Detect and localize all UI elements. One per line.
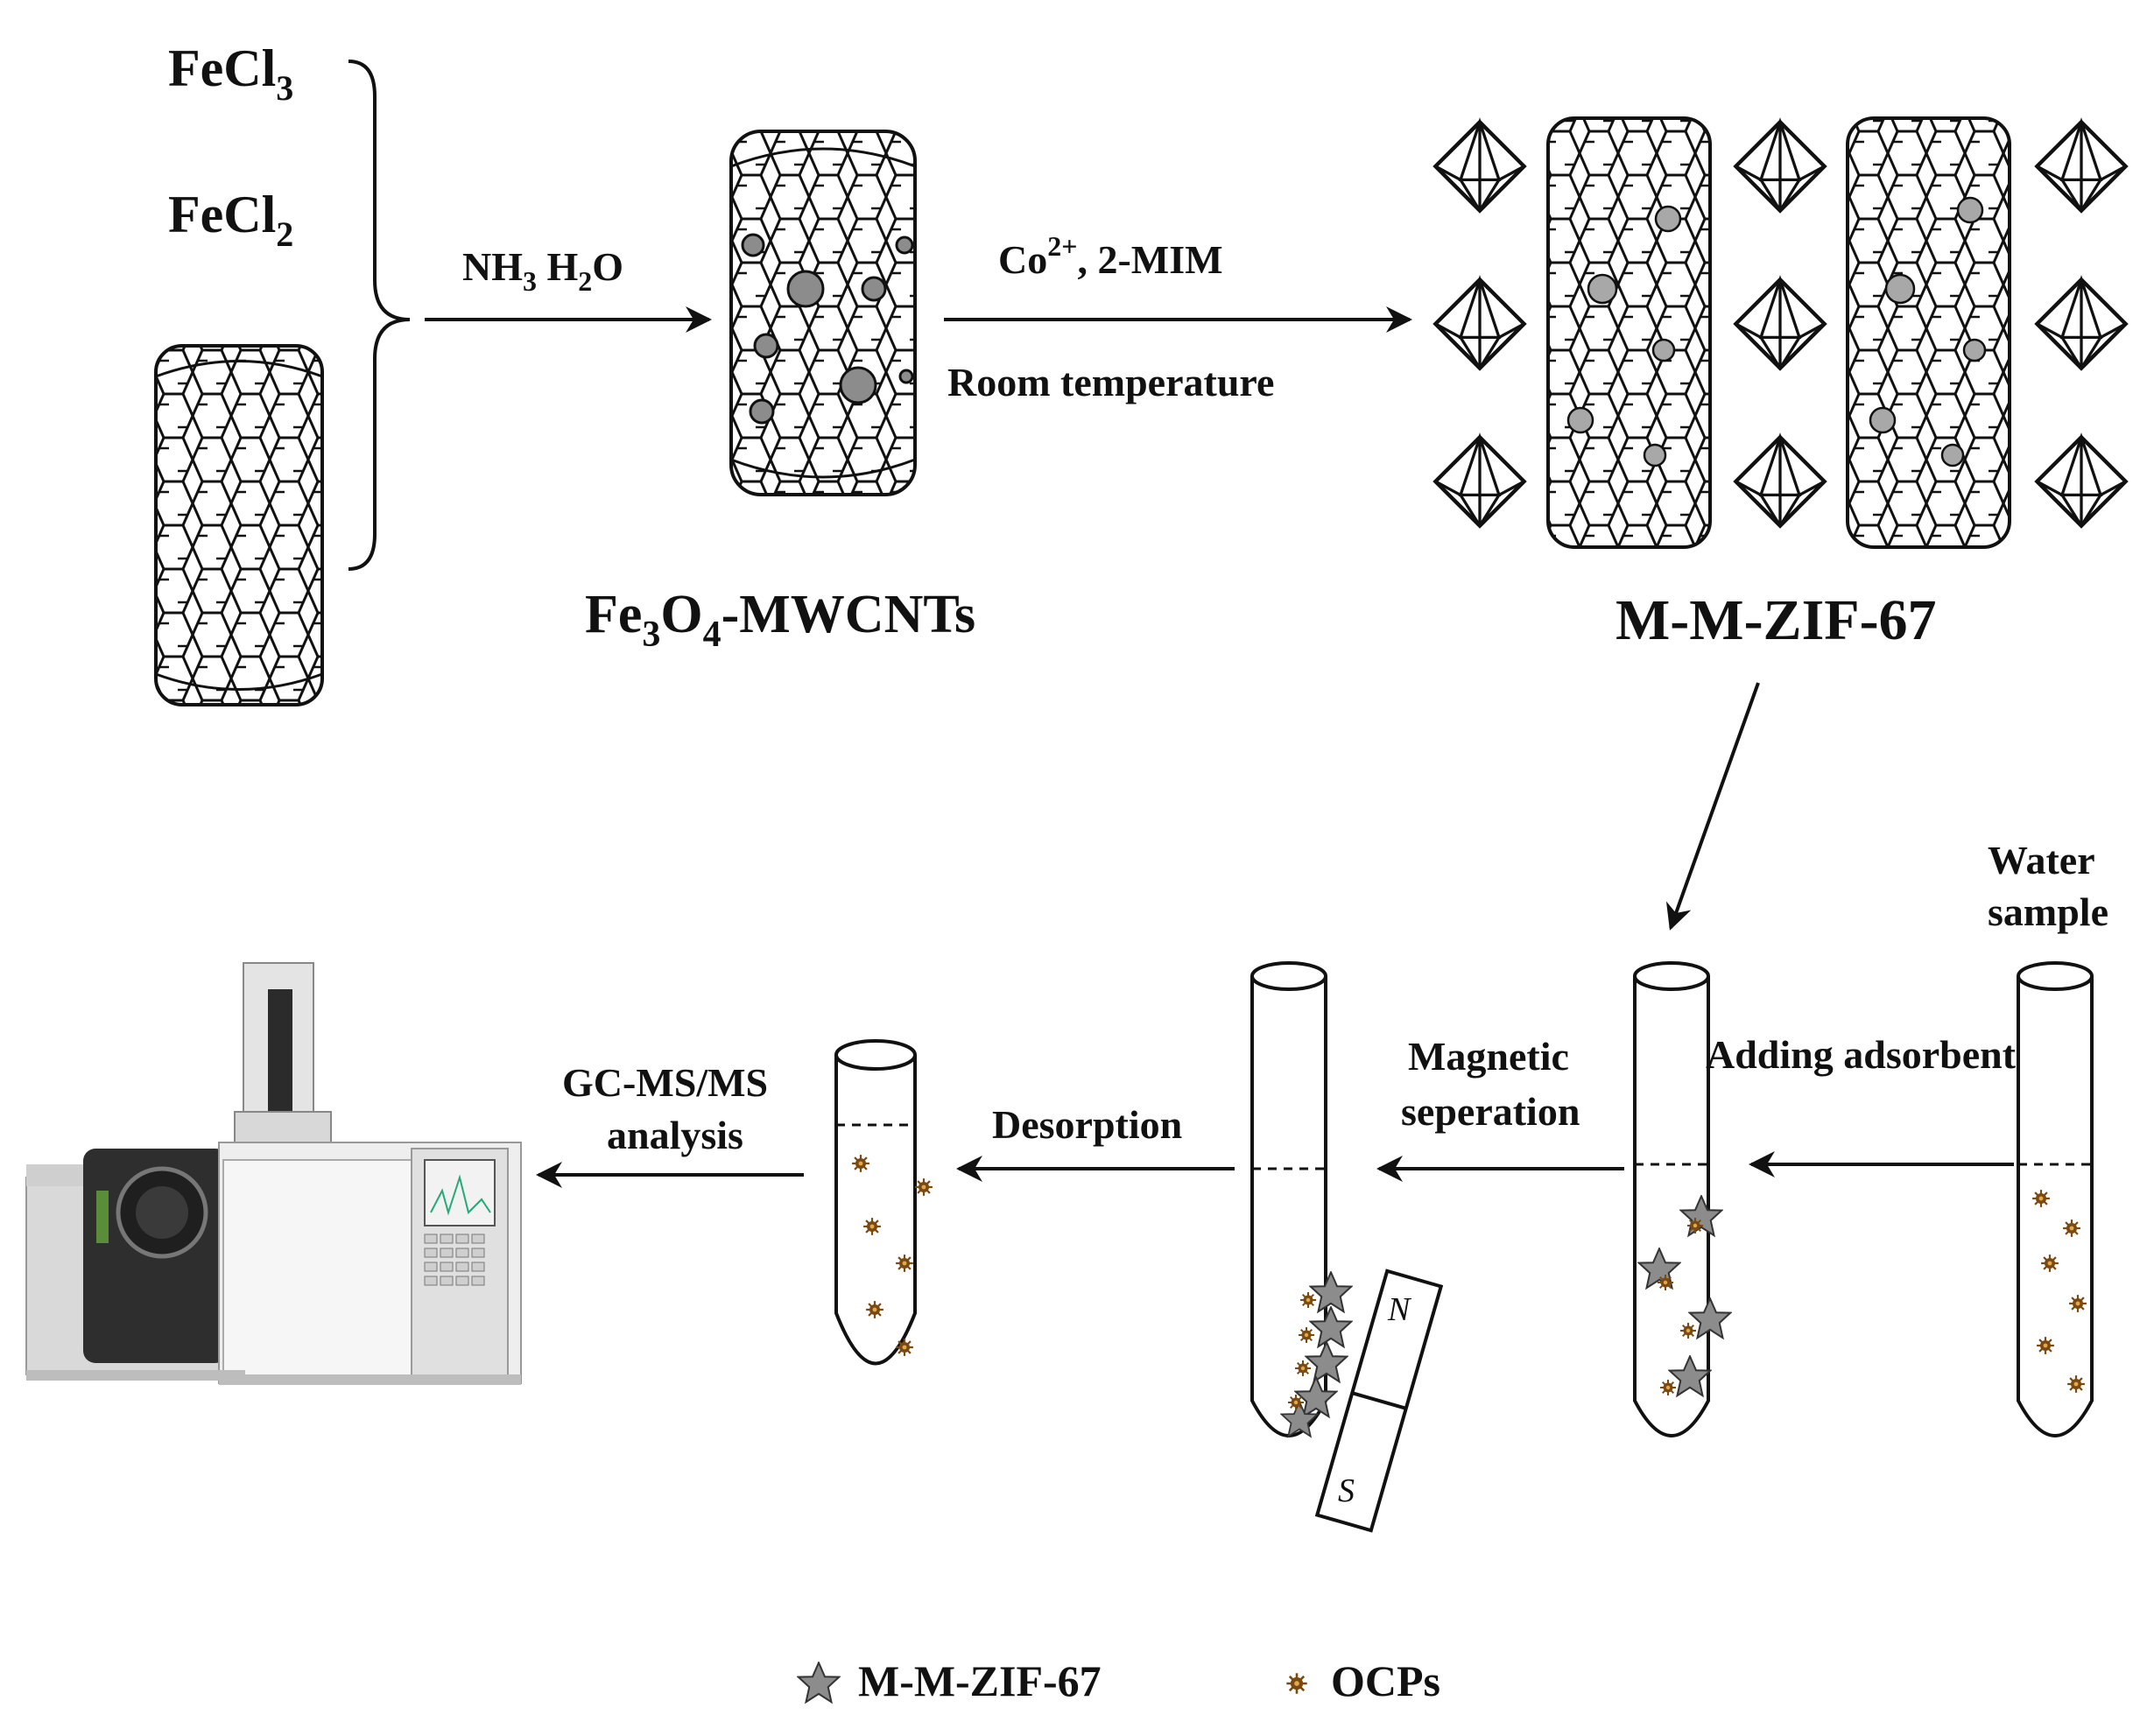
water-label-line2: sample xyxy=(1988,889,2108,934)
magnet xyxy=(1314,1269,1444,1533)
gcms-instrument xyxy=(25,962,522,1385)
magnetic-label-line1: Magnetic xyxy=(1408,1034,1569,1079)
magnet-north-label: N xyxy=(1387,1291,1412,1328)
tube-water-sample xyxy=(2017,961,2094,1437)
step2-reagent-label: Co2+, 2-MIM xyxy=(998,230,1223,282)
gcms-label-line2: analysis xyxy=(607,1113,743,1157)
legend: M-M-ZIF-67 OCPs xyxy=(797,1656,1440,1705)
mmzif67-composite xyxy=(1435,116,2125,549)
tube-adsorbent xyxy=(1633,961,1732,1437)
tube-magnetic xyxy=(1250,961,1353,1437)
fecl3-label: FeCl3 xyxy=(168,39,293,108)
mmzif67-label: M-M-ZIF-67 xyxy=(1616,588,1937,652)
step1-reagent-label: NH3 H2O xyxy=(462,244,623,297)
reagent-brace xyxy=(348,60,411,571)
adding-adsorbent-label: Adding adsorbent xyxy=(1706,1032,2017,1077)
legend-ocp-label: OCPs xyxy=(1331,1656,1440,1705)
fe3o4-mwcnt xyxy=(729,130,917,496)
fe3o4-mwcnts-label: Fe3O4-MWCNTs xyxy=(585,585,975,655)
step2-condition-label: Room temperature xyxy=(947,360,1274,404)
water-label-line1: Water xyxy=(1988,838,2095,882)
fecl2-label: FeCl2 xyxy=(168,186,293,254)
magnetic-label-line2: seperation xyxy=(1401,1089,1580,1134)
legend-star-icon xyxy=(797,1662,841,1704)
desorption-label: Desorption xyxy=(992,1102,1182,1147)
tube-desorption xyxy=(834,1039,933,1366)
down-arrow xyxy=(1665,682,1760,931)
legend-ocp-icon xyxy=(1285,1672,1308,1695)
gcms-label-line1: GC-MS/MS xyxy=(562,1060,768,1105)
legend-star-label: M-M-ZIF-67 xyxy=(858,1656,1102,1705)
mwcnt-raw xyxy=(154,344,324,706)
magnet-south-label: S xyxy=(1338,1472,1355,1509)
